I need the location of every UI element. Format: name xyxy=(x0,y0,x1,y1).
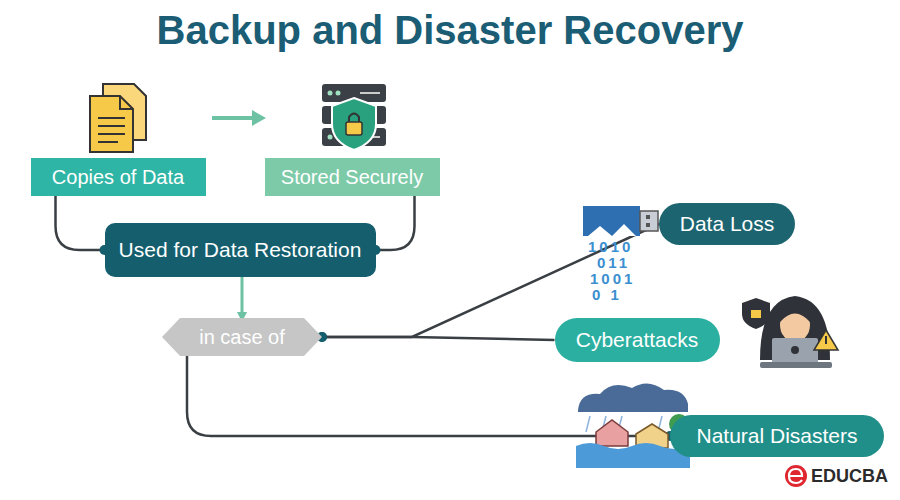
hacker-icon xyxy=(742,296,838,368)
server-icon xyxy=(322,84,386,150)
binary-digits: 011 xyxy=(597,254,630,271)
hexagon-outline xyxy=(162,318,322,356)
node-label: Data Loss xyxy=(680,212,775,236)
binary-digits: 1001 xyxy=(590,270,635,287)
connector-line xyxy=(322,337,555,340)
watermark: EDUCBA xyxy=(811,466,888,487)
text-stack: Stored Securely xyxy=(281,166,423,189)
text-stack: Data Loss xyxy=(680,212,775,236)
connector-line xyxy=(56,196,105,250)
outcome-pill: Data Loss xyxy=(659,203,795,245)
node-label: Copies of Data xyxy=(52,166,184,189)
transfer-arrow xyxy=(212,110,266,126)
node-label: Used for Data Restoration xyxy=(119,238,362,262)
text-stack: Natural Disasters xyxy=(696,424,857,448)
text-stack: Copies of Data xyxy=(52,166,184,189)
binary-digits: 1010 xyxy=(588,238,633,255)
outcome-pill: Cyberattacks xyxy=(555,318,720,362)
process-box: Used for Data Restoration xyxy=(105,223,376,277)
text-stack: Used for Data Restoration xyxy=(119,238,362,262)
process-box: Copies of Data xyxy=(31,158,206,196)
node-label: Stored Securely xyxy=(281,166,423,189)
text-stack: Cyberattacks xyxy=(576,328,699,352)
text-stack: in case of xyxy=(199,326,285,349)
usb-icon xyxy=(583,206,658,236)
binary-digits: 0 1 xyxy=(592,286,622,303)
diagram-title: Backup and Disaster Recovery xyxy=(0,8,900,53)
connector-line xyxy=(241,277,244,317)
condition-hexagon: in case of xyxy=(162,318,322,356)
node-label: Natural Disasters xyxy=(696,424,857,448)
node-label: Cyberattacks xyxy=(576,328,699,352)
logo-mark xyxy=(785,465,807,487)
document-icon xyxy=(90,84,146,152)
process-box: Stored Securely xyxy=(265,158,440,196)
connector-line xyxy=(376,196,415,250)
outcome-pill: Natural Disasters xyxy=(670,415,884,457)
node-label: in case of xyxy=(199,326,285,349)
